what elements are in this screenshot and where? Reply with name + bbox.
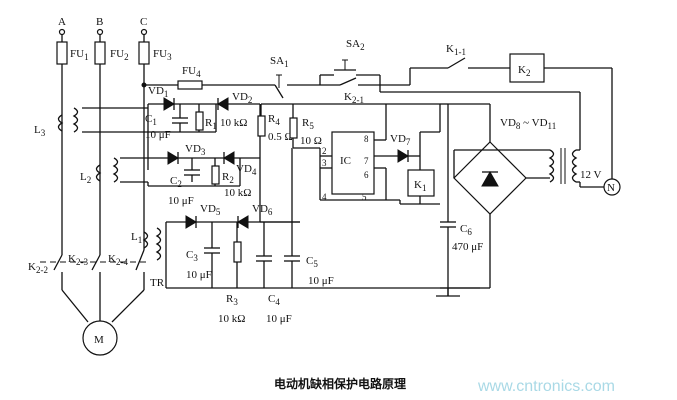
tr12-secondary: [548, 149, 555, 183]
k2-3-label: K2-3: [68, 253, 88, 267]
c3-value: 10 μF: [186, 269, 212, 281]
relay-k1: [407, 169, 435, 197]
c2-value: 10 μF: [168, 195, 194, 207]
phase-c-label: C: [140, 16, 147, 28]
ic-chip: [331, 131, 375, 195]
c3-label: C3: [186, 249, 198, 263]
resistor-r4: [257, 115, 266, 137]
k2-label: K2: [518, 64, 530, 78]
l2-secondary: [112, 157, 119, 183]
k2-2-contact: [53, 254, 63, 271]
r5-label: R5: [302, 117, 314, 131]
c6-value: 470 μF: [452, 241, 483, 253]
l1-primary: [142, 231, 149, 249]
diagram-caption: 电动机缺相保护电路原理: [274, 376, 406, 391]
diode-vd6: [237, 215, 249, 229]
fuse-fu2: [94, 41, 106, 65]
l2-primary: [95, 164, 102, 182]
neutral-label: N: [607, 182, 615, 194]
r4-label: R4: [268, 113, 280, 127]
k2-4-label: K2-4: [108, 253, 128, 267]
vd3-label: VD3: [185, 143, 206, 157]
r3-label: R3: [226, 293, 238, 307]
diode-vd4: [223, 151, 235, 165]
r1-value: 10 kΩ: [220, 117, 247, 129]
vd2-label: VD2: [232, 91, 252, 105]
l3-secondary: [72, 107, 79, 133]
vd7-label: VD7: [390, 133, 411, 147]
resistor-r2: [211, 165, 220, 185]
tr12-voltage: 12 V: [580, 169, 602, 181]
diode-vd7: [397, 149, 409, 163]
k2-4-contact: [135, 249, 145, 271]
fuse-fu1: [56, 41, 68, 65]
phase-a-label: A: [58, 16, 66, 28]
r4-value: 0.5 Ω: [268, 131, 293, 143]
fu3-label: FU3: [153, 48, 172, 62]
diode-vd1: [163, 97, 175, 111]
c5-label: C5: [306, 255, 318, 269]
diode-vd5: [185, 215, 197, 229]
bridge-label: VD8 ~ VD11: [500, 117, 556, 131]
fuse-fu3: [138, 41, 150, 65]
c1-label: C1: [145, 113, 157, 127]
phase-c-terminal: [140, 28, 148, 36]
r2-value: 10 kΩ: [224, 187, 251, 199]
ic-pin-4: 4: [322, 192, 327, 202]
ic-pin-2: 2: [322, 146, 327, 156]
ic-pin-5: 5: [362, 192, 367, 202]
sa1-label: SA1: [270, 55, 289, 69]
fu1-label: FU1: [70, 48, 89, 62]
c1-value: 10 μF: [145, 129, 171, 141]
ic-pin-6: 6: [364, 170, 369, 180]
diode-vd3: [167, 151, 179, 165]
tr12-primary: [571, 149, 578, 183]
phase-b-terminal: [96, 28, 104, 36]
fu4-label: FU4: [182, 65, 201, 79]
ic-pin-7: 7: [364, 156, 369, 166]
k2-1-label: K2-1: [344, 91, 364, 105]
vd5-label: VD5: [200, 203, 221, 217]
watermark: www.cntronics.com: [477, 378, 615, 395]
bridge-diode-symbol: [481, 170, 499, 187]
r1-label: R1: [205, 117, 217, 131]
sa2-label: SA2: [346, 38, 365, 52]
c4-label: C4: [268, 293, 280, 307]
r3-value: 10 kΩ: [218, 313, 245, 325]
vd6-label: VD6: [252, 203, 273, 217]
r5-value: 10 Ω: [300, 135, 322, 147]
k1-1-label: K1-1: [446, 43, 466, 57]
relay-k2: [509, 53, 545, 83]
tr-label: TR: [150, 277, 165, 289]
resistor-r5: [289, 117, 298, 139]
l2-label: L2: [80, 171, 91, 185]
l3-label: L3: [34, 124, 46, 138]
k1-label: K1: [414, 179, 426, 193]
ic-pin-3: 3: [322, 158, 327, 168]
ic-label: IC: [340, 155, 351, 167]
vd4-label: VD4: [236, 163, 257, 177]
diode-vd2: [217, 97, 229, 111]
fuse-fu4: [177, 80, 203, 90]
motor-label: M: [94, 334, 104, 346]
c5-value: 10 μF: [308, 275, 334, 287]
resistor-r1: [195, 111, 204, 131]
phase-b-label: B: [96, 16, 103, 28]
phase-a-terminal: [58, 28, 66, 36]
c4-value: 10 μF: [266, 313, 292, 325]
c6-label: C6: [460, 223, 472, 237]
ic-pin-8: 8: [364, 134, 369, 144]
resistor-r3: [233, 241, 242, 263]
r2-label: R2: [222, 171, 234, 185]
k2-2-label: K2-2: [28, 261, 48, 275]
motor: [82, 320, 118, 356]
l1-secondary: [155, 227, 162, 261]
l3-primary: [57, 114, 64, 132]
fu2-label: FU2: [110, 48, 129, 62]
c2-label: C2: [170, 175, 182, 189]
l1-label: L1: [131, 231, 142, 245]
vd1-label: VD1: [148, 85, 168, 99]
